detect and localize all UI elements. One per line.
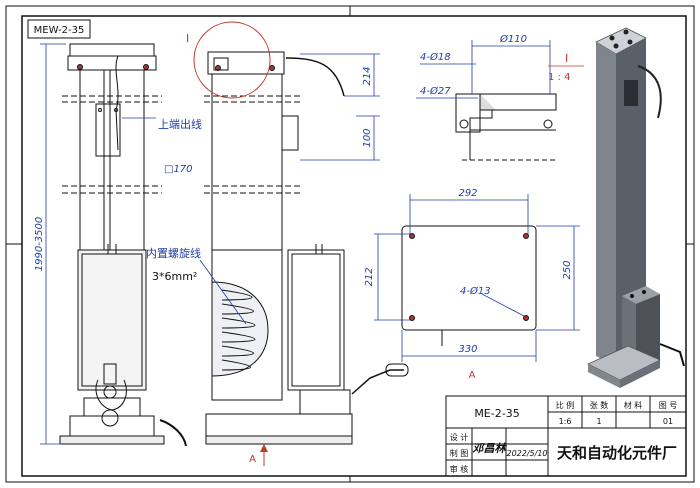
col-sheets: 张 数 <box>590 400 609 410</box>
title-model: ME-2-35 <box>474 407 519 420</box>
title-block <box>445 395 687 477</box>
view-a-label: A <box>469 370 476 381</box>
sheet-inner-border <box>21 15 687 477</box>
hole-18: 4-Ø18 <box>420 51 451 63</box>
base-width-bottom: 330 <box>458 344 477 355</box>
val-scale: 1:6 <box>559 417 572 426</box>
row-design: 设 计 <box>450 432 469 442</box>
date: 2022/5/10 <box>506 449 547 458</box>
base-width-top: 292 <box>458 188 477 199</box>
base-height-left: 212 <box>364 267 375 286</box>
base-hole-label: 4-Ø13 <box>460 285 491 297</box>
render-3d <box>587 27 685 388</box>
dim-110: Ø110 <box>499 33 527 45</box>
col-material: 材 料 <box>624 400 643 410</box>
val-sheets: 1 <box>596 417 601 426</box>
front-view <box>59 43 187 447</box>
row-draw: 制 图 <box>450 448 469 458</box>
base-height-right: 250 <box>562 260 573 279</box>
spiral-leader <box>199 259 247 325</box>
row-review: 审 核 <box>450 464 469 474</box>
wire-spec-label: 3*6mm² <box>152 270 197 283</box>
side-view <box>204 51 409 445</box>
signature: 邓昌林 <box>473 442 508 455</box>
view-arrow-a <box>260 444 268 466</box>
dim-214: 214 <box>362 66 373 85</box>
arrow-a-label: A <box>249 454 256 465</box>
col-scale: 比 例 <box>556 400 575 410</box>
detail-scale-bottom: 1 : 4 <box>548 72 570 83</box>
base-dimensions <box>374 194 580 362</box>
code-tag-box <box>27 19 91 39</box>
detail-i-view <box>455 93 557 161</box>
company-name: 天和自动化元件厂 <box>557 444 677 462</box>
detail-dimensions <box>416 40 551 99</box>
detail-scale-top: I <box>565 52 568 65</box>
top-outlet-label: 上端出线 <box>158 117 202 131</box>
detail-circle <box>193 21 271 99</box>
side-dimensions <box>300 53 380 161</box>
hole-27: 4-Ø27 <box>420 85 451 97</box>
code-tag: MEW-2-35 <box>34 25 85 36</box>
square-size-label: □170 <box>164 164 193 175</box>
total-height-label: 1990-3500 <box>34 217 45 272</box>
col-drawing-no: 图 号 <box>659 401 678 410</box>
val-drawing-no: 01 <box>663 417 673 426</box>
spiral-label: 内置螺旋线 <box>146 246 201 260</box>
dim-100: 100 <box>362 128 373 147</box>
base-plate-view <box>401 225 537 346</box>
total-height-dimension <box>40 43 66 445</box>
detail-marker: I <box>186 32 189 45</box>
